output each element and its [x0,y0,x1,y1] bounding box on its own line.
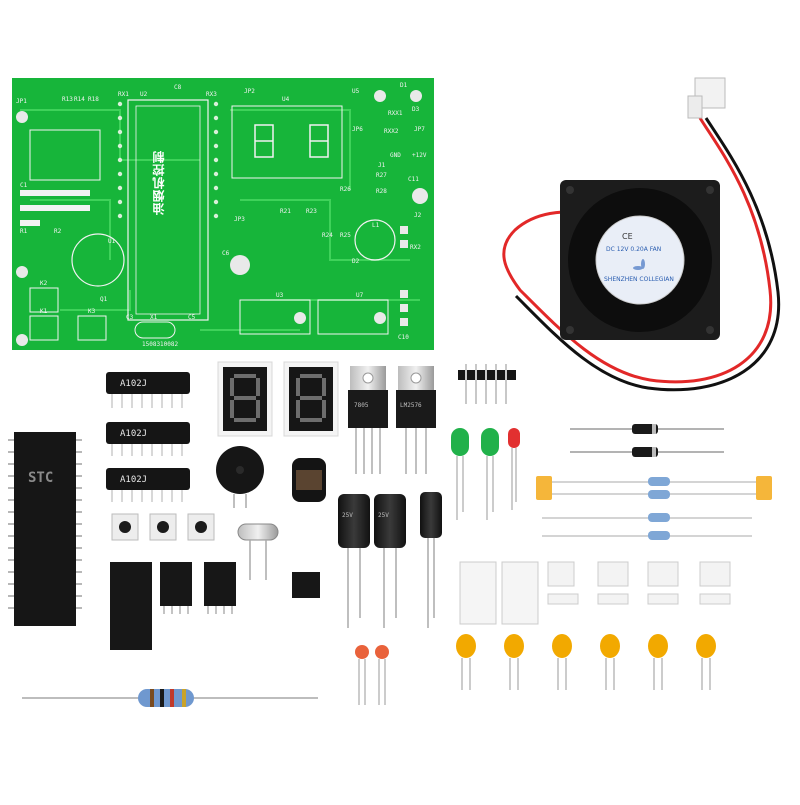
label-jp6: JP6 [352,126,363,133]
label-c5: C5 [188,314,196,321]
buzzer-and-inductor [216,446,326,508]
label-jp7: JP7 [414,126,425,133]
label-r2: R2 [54,228,62,235]
small-ics [110,562,320,650]
power-resistor [22,689,318,707]
ceramic-capacitors [355,634,716,705]
seven-segment-displays [217,361,339,437]
label-r27: R27 [376,172,387,179]
fan-ce-mark: CE [622,232,633,241]
label-r25: R25 [340,232,351,239]
label-jp3: JP3 [234,216,245,223]
label-k1: K1 [40,308,48,315]
label-u3: U3 [276,292,284,299]
label-r1: R1 [20,228,28,235]
label-rx3: RX3 [206,91,217,98]
tact-switches [111,513,279,580]
leds [451,428,520,520]
cooling-fan [502,77,781,392]
label-r23: R23 [306,208,317,215]
label-r21: R21 [280,208,291,215]
label-c8: C8 [174,84,182,91]
board-serial: 1508310082 [142,341,179,348]
label-d3: D3 [412,106,420,113]
label-d2: D2 [352,258,360,265]
label-u7: U7 [356,292,364,299]
label-gnd: GND [390,152,401,159]
cap-label-1: 25V [342,512,353,519]
pin-header [458,364,516,404]
label-rxx1: RXX1 [388,110,403,117]
label-12v: +12V [412,152,427,159]
label-r24: R24 [322,232,333,239]
mcu-brand: STC [28,470,54,486]
board-title: 油烟机控制 [152,150,166,215]
label-u5: U5 [352,88,360,95]
fan-rating: DC 12V 0.20A FAN [606,246,662,253]
label-j2: J2 [414,212,422,219]
regulator-1-label: 7805 [354,402,369,409]
resnet-label-2: A102J [120,429,148,439]
label-c3: C3 [126,314,134,321]
label-r14: R14 [74,96,85,103]
label-k2: K2 [40,280,48,287]
label-c11: C11 [408,176,419,183]
label-k3: K3 [88,308,96,315]
resnet-label-1: A102J [120,379,148,389]
cap-label-2: 25V [378,512,389,519]
label-jp1: JP1 [16,98,27,105]
pcb-board [12,78,434,350]
label-u4: U4 [282,96,290,103]
label-jp2: JP2 [244,88,255,95]
label-c1: C1 [20,182,28,189]
label-x1: X1 [150,314,158,321]
small-resistors [536,476,772,540]
electrolytic-capacitors [338,492,442,628]
label-j1: J1 [378,162,386,169]
mcu-chip [8,432,82,626]
label-q1: Q1 [100,296,108,303]
label-c10: C10 [398,334,409,341]
label-rx1: RX1 [118,91,129,98]
resistor-networks [106,372,190,502]
label-r18: R18 [88,96,99,103]
label-u1: U1 [108,238,116,245]
label-r26: R26 [340,186,351,193]
label-r13: R13 [62,96,73,103]
diodes [570,424,724,457]
label-l1: L1 [372,222,380,229]
voltage-regulators [348,366,436,474]
label-rxx2: RXX2 [384,128,399,135]
label-rx2: RX2 [410,244,421,251]
label-d1: D1 [400,82,408,89]
regulator-2-label: LM2576 [400,402,422,409]
white-connectors [459,561,731,625]
fan-maker: SHENZHEN COLLEGIAN [604,276,674,283]
label-r28: R28 [376,188,387,195]
resnet-label-3: A102J [120,475,148,485]
label-c6: C6 [222,250,230,257]
label-u2: U2 [140,91,148,98]
